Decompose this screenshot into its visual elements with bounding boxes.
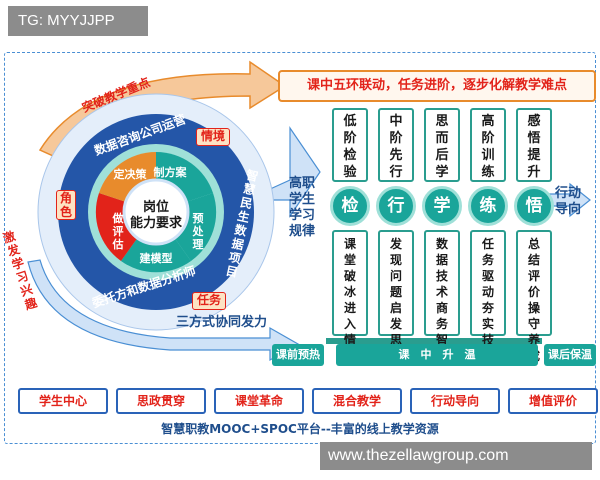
- stage-top-0: 低阶检验: [332, 108, 368, 182]
- principle-item-4: 行动导向: [410, 388, 500, 414]
- stage-top-3: 高阶训练: [470, 108, 506, 182]
- stage-top-1: 中阶先行: [378, 108, 414, 182]
- phase-post: 课后保温: [544, 344, 596, 366]
- tag-scenario: 情境: [196, 128, 230, 146]
- learning-law-label: 高职 学生 学习 规律: [288, 176, 315, 239]
- principle-item-2: 课堂革命: [214, 388, 304, 414]
- stage-circle-2: 学: [422, 186, 462, 226]
- principle-item-5: 增值评价: [508, 388, 598, 414]
- action-oriented-label: 行动 导向: [554, 186, 581, 217]
- stage-circle-3: 练: [468, 186, 508, 226]
- stage-circle-0: 检: [330, 186, 370, 226]
- principle-item-0: 学生中心: [18, 388, 108, 414]
- top-banner: 课中五环联动，任务进阶，逐步化解教学难点: [278, 70, 596, 102]
- stage-bottom-1: 发现问题启发思考: [378, 230, 414, 363]
- wedge-make-plan: 制方案: [153, 166, 187, 179]
- stage-bottom-0: 课堂破冰进入情境: [332, 230, 368, 363]
- stage-circle-1: 行: [376, 186, 416, 226]
- watermark-tg: TG: MYYJJPP: [8, 6, 148, 36]
- stage-bottom-2: 数据技术商务智能: [424, 230, 460, 363]
- stage-bottom-3: 任务驱动夯实技能: [470, 230, 506, 363]
- tag-role: 角色: [56, 190, 76, 220]
- bottom-arc-label: 三方式协同发力: [176, 315, 268, 330]
- wedge-preprocess: 预处理: [192, 212, 204, 251]
- phase-mid: 课 中 升 温: [336, 344, 538, 366]
- wedge-decide: 定决策: [113, 168, 147, 181]
- diagram-frame: [4, 52, 596, 444]
- stage-top-4: 感悟提升: [516, 108, 552, 182]
- tag-task: 任务: [192, 292, 226, 310]
- center-title: 岗位 能力要求: [129, 200, 182, 231]
- stage-circle-4: 悟: [514, 186, 554, 226]
- platform-label: 智慧职教MOOC+SPOC平台--丰富的线上教学资源: [161, 422, 439, 436]
- stage-top-2: 思而后学: [424, 108, 460, 182]
- watermark-website: www.thezellawgroup.com: [320, 442, 592, 470]
- principle-item-1: 思政贯穿: [116, 388, 206, 414]
- principle-item-3: 混合教学: [312, 388, 402, 414]
- principles-row: 学生中心思政贯穿课堂革命混合教学行动导向增值评价: [12, 388, 598, 418]
- phase-pre: 课前预热: [272, 344, 324, 366]
- wedge-evaluate: 做评估: [112, 212, 124, 251]
- stage-bottom-4: 总结评价操守养成: [516, 230, 552, 363]
- wedge-build-model: 建模型: [139, 252, 173, 265]
